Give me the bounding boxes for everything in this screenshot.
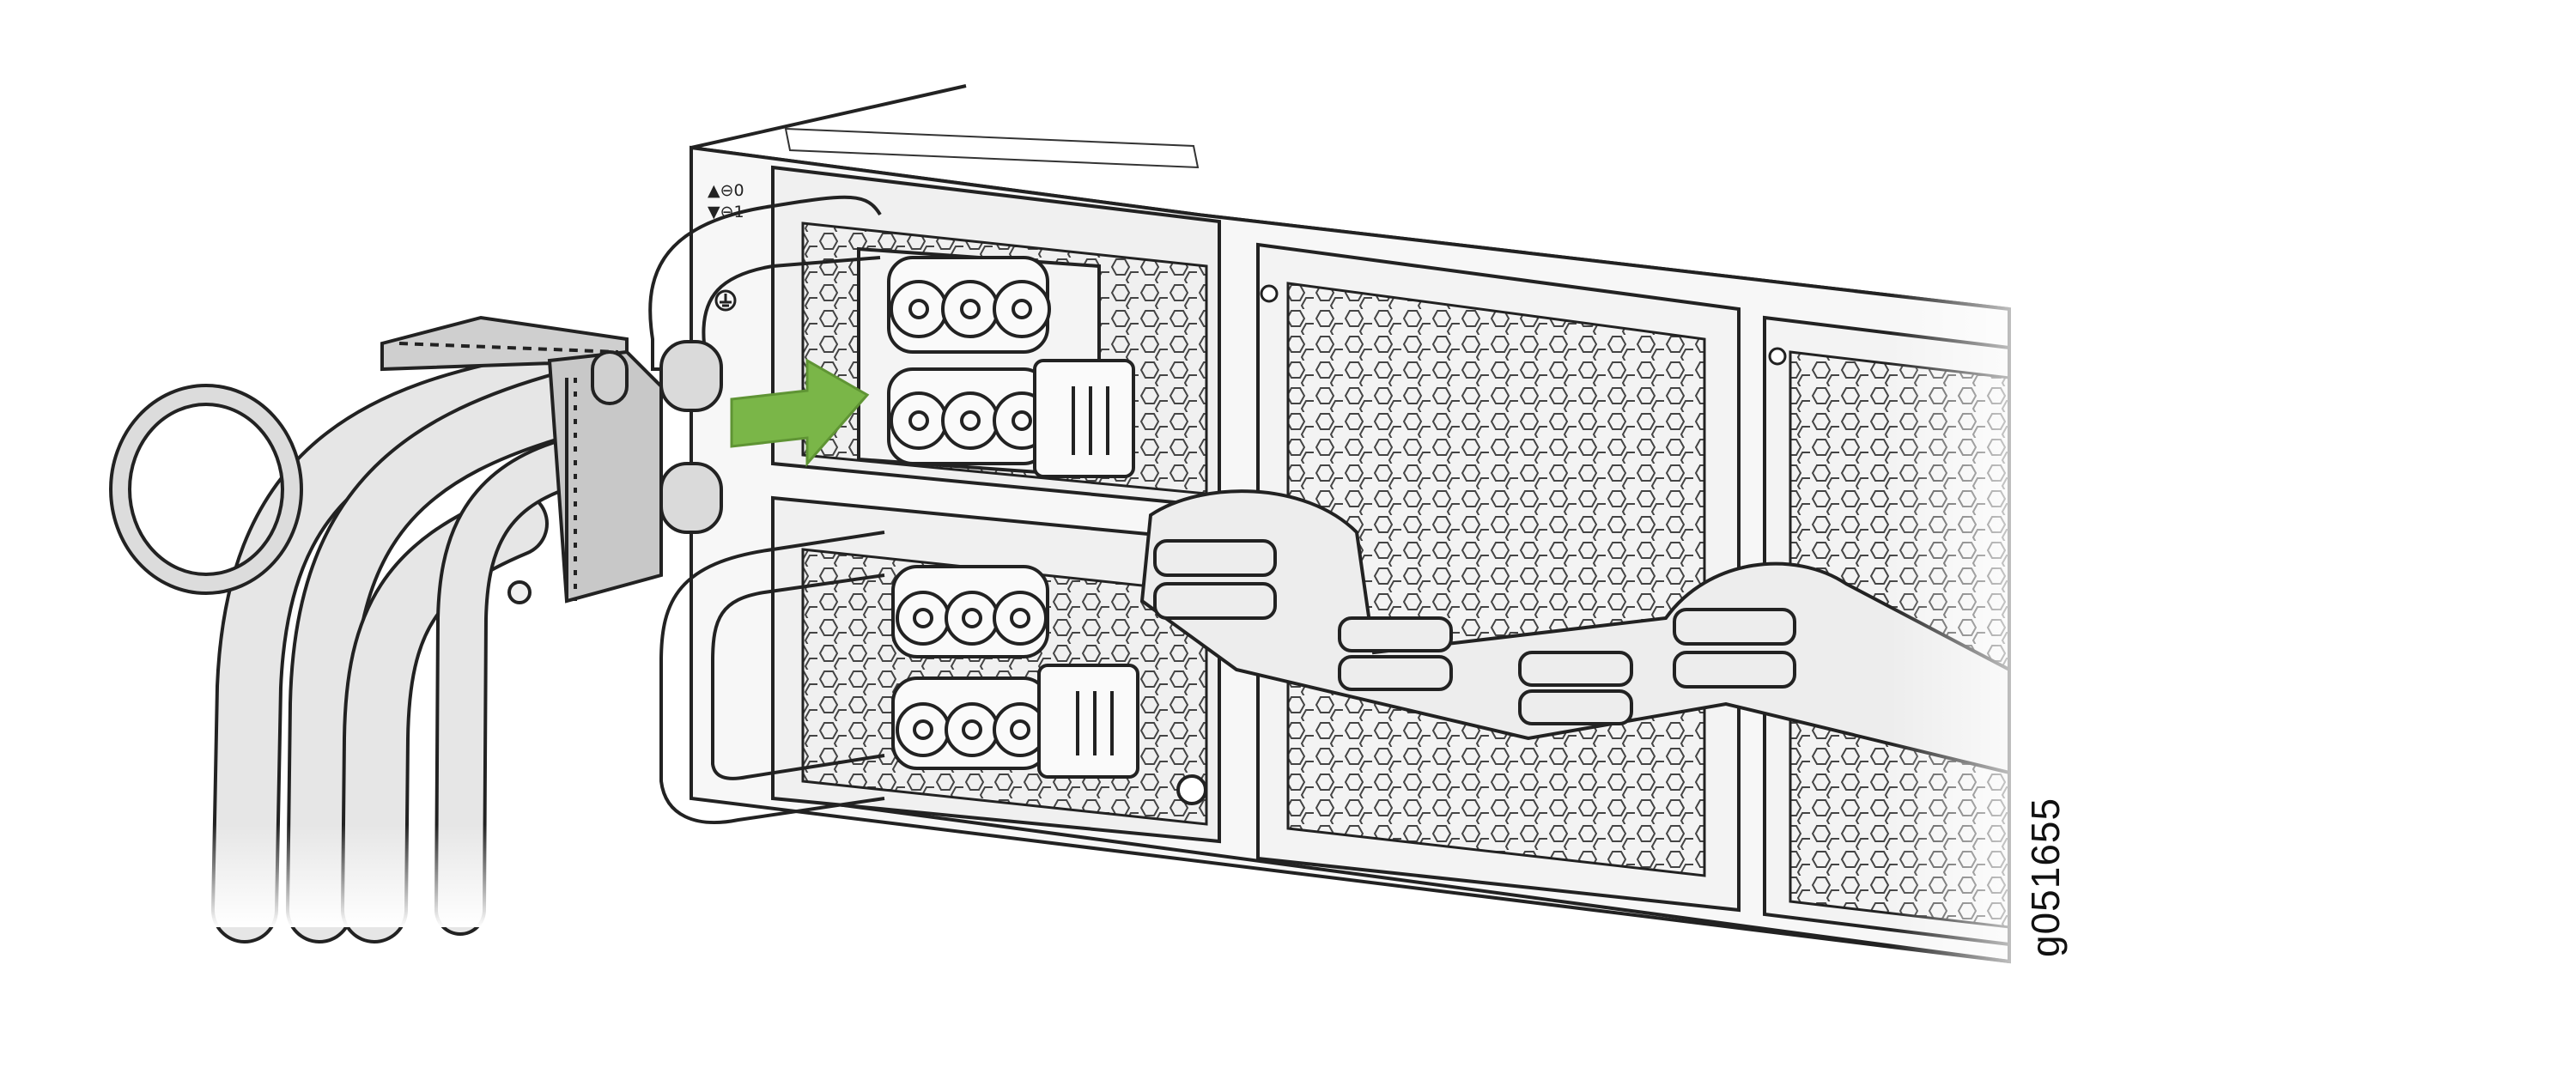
fan-module-1 <box>1256 242 1741 913</box>
psu-status-legend: ▲⊖0 ▼⊖1 <box>708 180 744 223</box>
psu-handle-lower <box>659 531 885 824</box>
green-arrow-right-icon <box>730 358 870 467</box>
fan-handle <box>1139 489 2011 775</box>
ground-symbol-icon <box>714 289 737 312</box>
cable-tie <box>109 384 303 595</box>
psu-legend-line-0: ▲⊖0 <box>708 181 744 200</box>
right-fade <box>1889 258 2061 1030</box>
psu-handle-upper <box>648 195 882 371</box>
power-plug <box>380 315 723 604</box>
right-blank <box>2061 258 2576 1030</box>
socket-upper <box>887 256 1135 478</box>
power-cables <box>211 349 600 943</box>
cable-fade <box>172 824 532 927</box>
figure-id-label: g051655 <box>2023 797 2068 957</box>
socket-lower <box>891 565 1139 779</box>
psu-legend-line-1: ▼⊖1 <box>708 203 744 221</box>
